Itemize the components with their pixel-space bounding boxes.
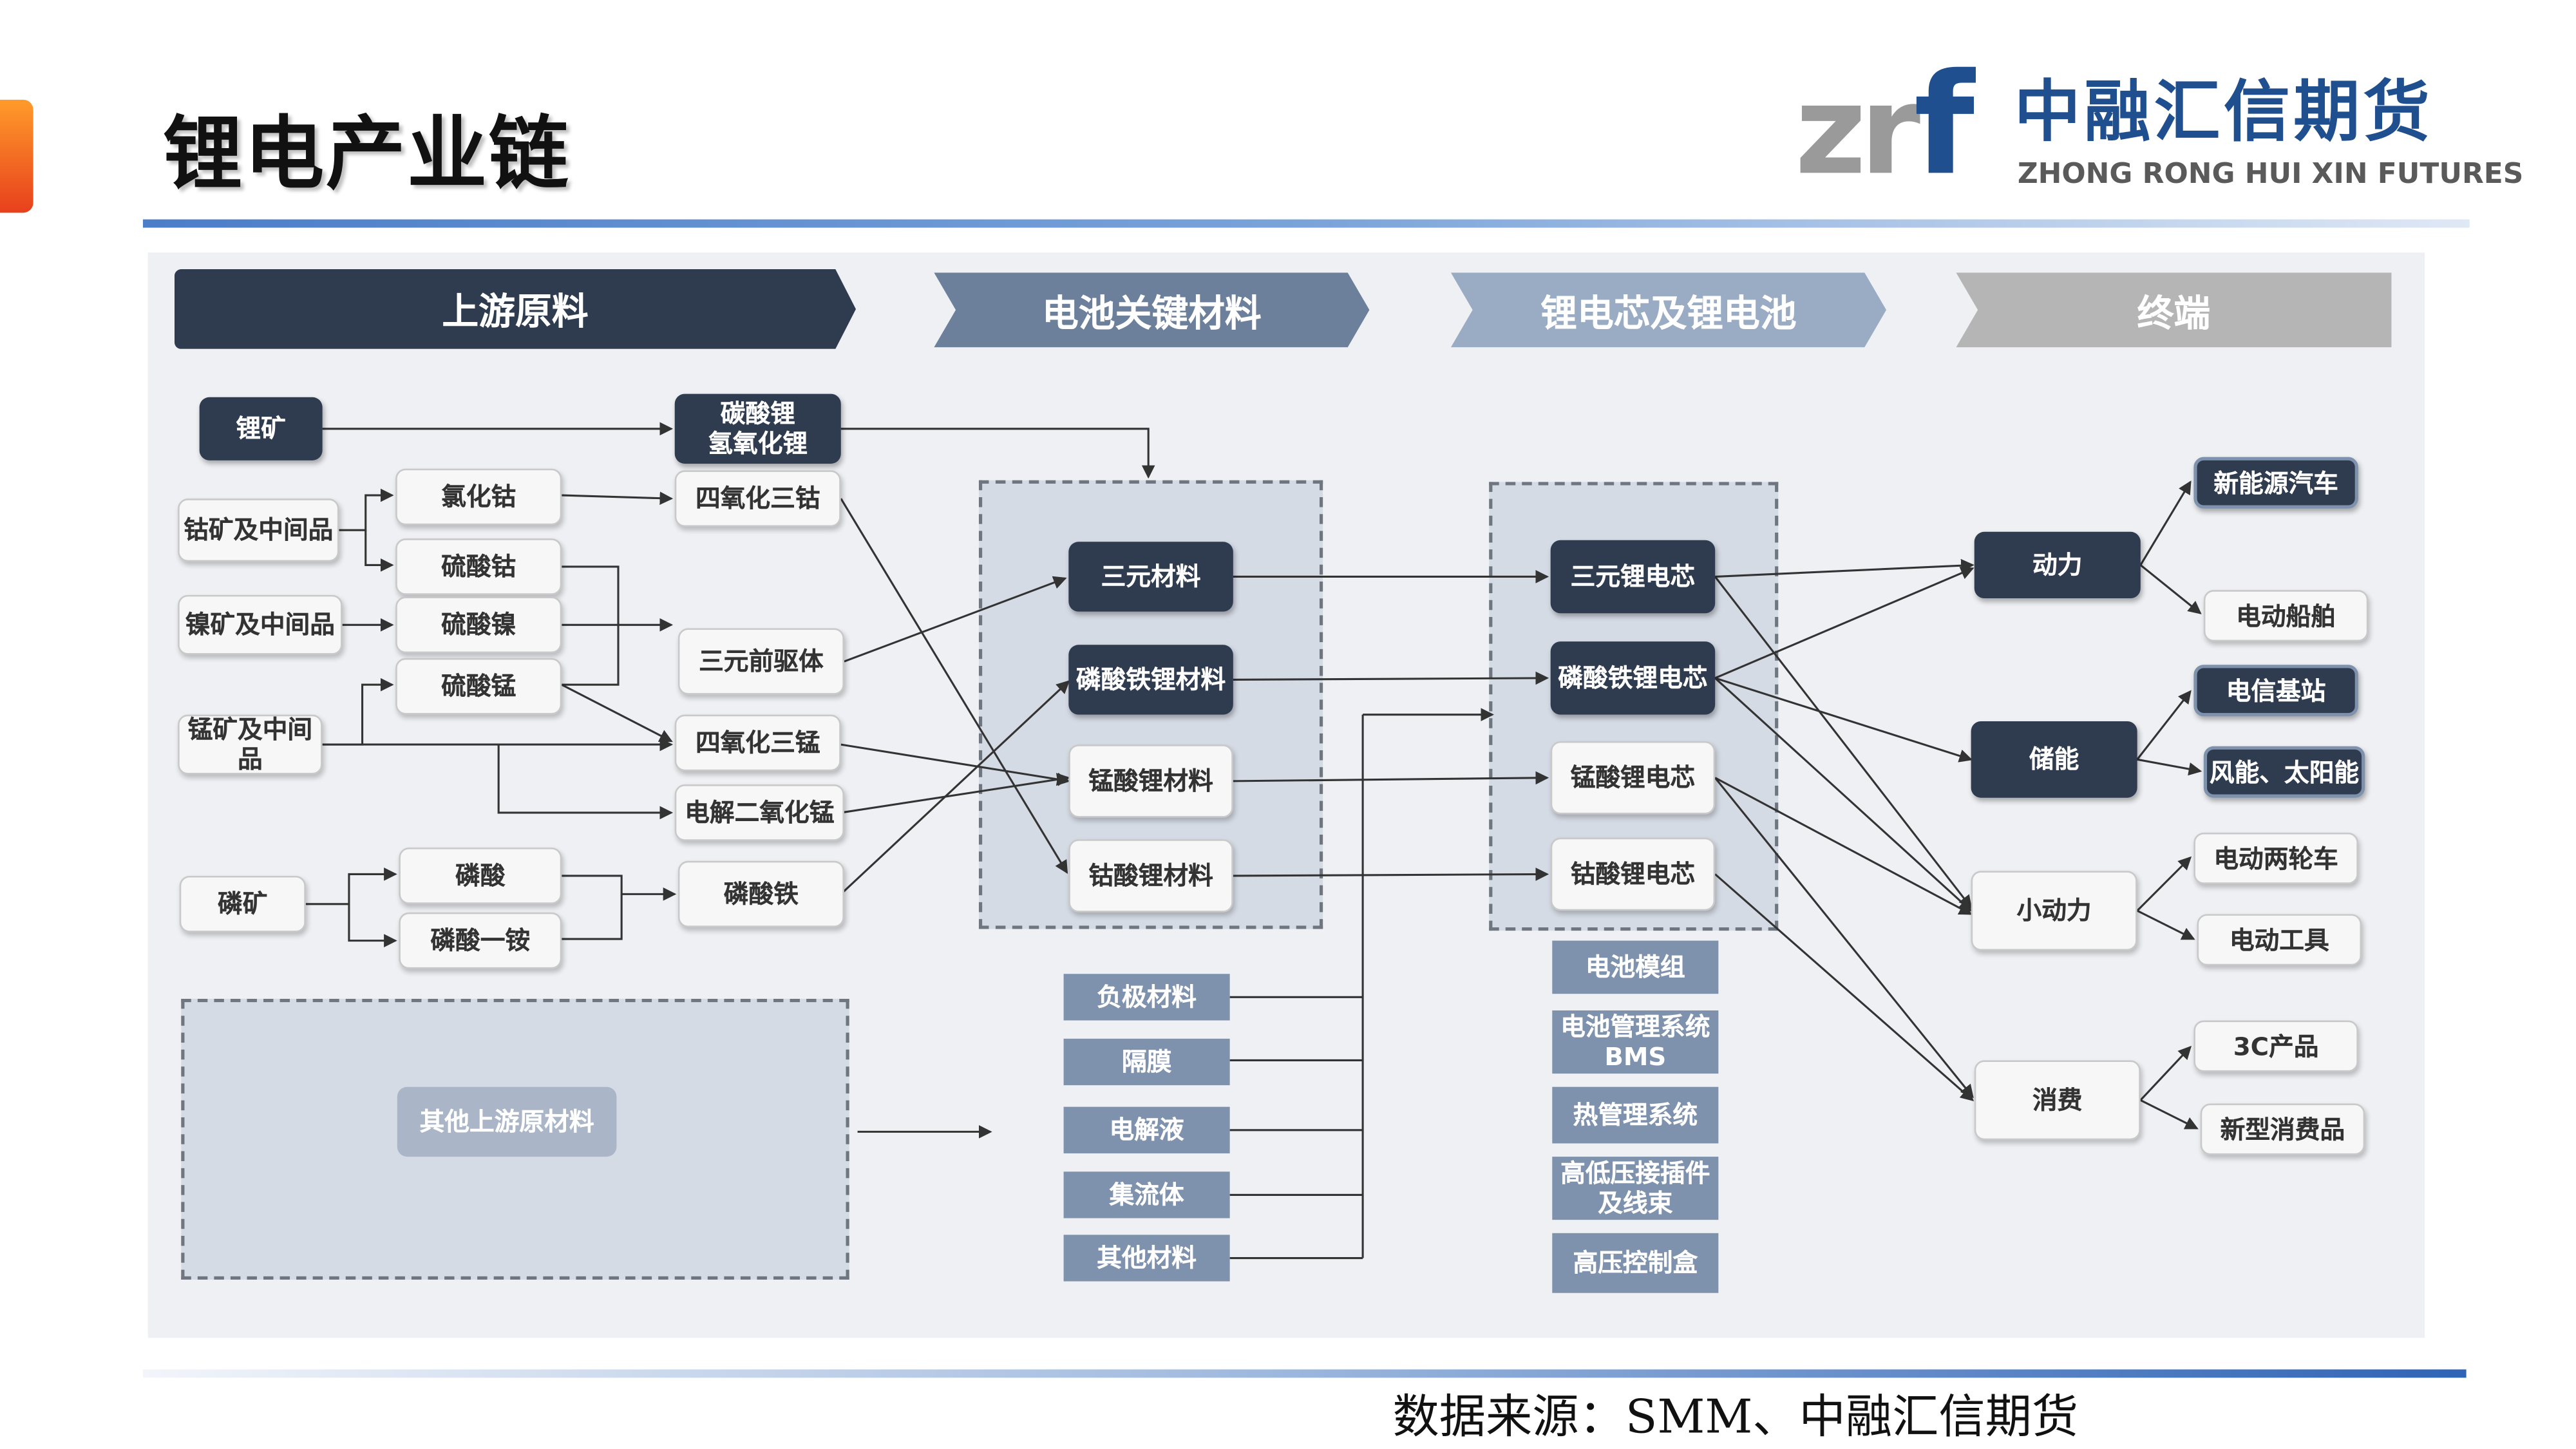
- stage-terminal-banner: 终端: [1956, 272, 2392, 348]
- arrow-small-to-tools: [2136, 909, 2195, 940]
- node-battery-module: 电池模组: [1552, 940, 1719, 994]
- node-small-power: 小动力: [1971, 871, 2137, 951]
- arrow-carbonate-to-key-materials: [840, 428, 1155, 479]
- node-cobalt-chloride: 氯化钴: [395, 468, 562, 526]
- logo-mark-zr: zr: [1795, 59, 1920, 203]
- node-phosphate-ore: 磷矿: [179, 875, 306, 933]
- node-ternary-cell: 三元锂电芯: [1550, 540, 1716, 614]
- node-new-energy-vehicle: 新能源汽车: [2193, 457, 2358, 509]
- node-electrolytic-mno2: 电解二氧化锰: [674, 784, 844, 841]
- arrow-consumer-to-3c: [2139, 1045, 2192, 1101]
- title-accent-bar: [0, 99, 33, 213]
- node-lmo-material: 锰酸锂材料: [1068, 744, 1233, 818]
- arrow-power-to-nev: [2139, 480, 2192, 566]
- node-electric-ship: 电动船舶: [2203, 590, 2369, 642]
- node-ncm-precursor: 三元前驱体: [677, 628, 844, 695]
- node-3c-products: 3C产品: [2193, 1020, 2358, 1072]
- arrow-manganese-ore-to-sulfate: [322, 677, 394, 746]
- node-current-collector: 集流体: [1063, 1171, 1230, 1218]
- node-lco-material: 钴酸锂材料: [1068, 839, 1233, 913]
- arrow-ternary-cell-to-small: [1714, 576, 1973, 909]
- arrow-consumer-to-new: [2140, 1099, 2199, 1130]
- header-divider: [142, 219, 2470, 228]
- node-iron-phosphate: 磷酸铁: [677, 860, 844, 927]
- stage-cells-banner: 锂电芯及锂电池: [1450, 272, 1886, 348]
- node-lfp-cell: 磷酸铁锂电芯: [1550, 641, 1716, 715]
- page-title: 锂电产业链: [162, 108, 571, 202]
- node-power: 动力: [1974, 531, 2141, 599]
- node-thermal-management: 热管理系统: [1552, 1086, 1719, 1144]
- arrow-phosphate-to-acid: [305, 867, 397, 905]
- arrow-emd-to-lmo: [840, 773, 1070, 814]
- arrow-lco-cell-to-consumer: [1714, 873, 1975, 1102]
- arrow-lmo-to-cell: [1233, 771, 1549, 785]
- node-bms: 电池管理系统 BMS: [1552, 1010, 1719, 1074]
- node-ternary-material: 三元材料: [1068, 542, 1233, 612]
- arrow-phosphate-to-map: [348, 904, 397, 947]
- node-lmo-cell: 锰酸锂电芯: [1550, 741, 1716, 815]
- arrow-lmo-cell-to-small: [1714, 777, 1973, 915]
- node-power-tools: 电动工具: [2197, 914, 2362, 966]
- arrow-precursor-to-ternary: [844, 576, 1067, 663]
- node-lco-cell: 钴酸锂电芯: [1550, 837, 1716, 911]
- node-lithium-ore: 锂矿: [199, 397, 323, 460]
- bracket-phosphates: [562, 875, 623, 940]
- node-electrolyte: 电解液: [1063, 1106, 1230, 1153]
- logo-mark-f: f: [1913, 43, 1975, 206]
- arrow-lfp-cell-to-storage: [1714, 677, 1973, 762]
- arrow-chloride-to-co3o4: [562, 491, 674, 505]
- node-cobalt-ore: 钴矿及中间品: [178, 498, 339, 562]
- node-wind-solar: 风能、太阳能: [2203, 746, 2365, 798]
- node-lfp-material: 磷酸铁锂材料: [1068, 645, 1233, 715]
- node-cobalt-tetroxide: 四氧化三钴: [674, 470, 841, 527]
- node-nickel-sulfate: 硫酸镍: [395, 596, 562, 654]
- node-manganese-ore: 锰矿及中间品: [178, 714, 323, 775]
- arrow-storage-to-wind-solar: [2137, 758, 2202, 776]
- arrow-small-to-two-wheeler: [2136, 856, 2192, 912]
- footer-divider: [142, 1369, 2467, 1378]
- arrow-lfp-cell-to-small: [1714, 677, 1973, 912]
- arrow-iron-phosphate-to-lfp: [840, 680, 1070, 895]
- node-lithium-carbonate-hydroxide: 碳酸锂 氢氧化锂: [674, 393, 841, 464]
- arrow-co3o4-to-lco: [840, 498, 1068, 875]
- arrow-power-to-ship: [2139, 564, 2202, 614]
- node-anode-material: 负极材料: [1063, 974, 1230, 1021]
- node-separator: 隔膜: [1063, 1038, 1230, 1086]
- node-consumer: 消费: [1974, 1060, 2141, 1141]
- node-energy-storage: 储能: [1971, 721, 2137, 798]
- arrow-manganese-ore-to-emd: [497, 744, 674, 820]
- node-trimanganese-tetroxide: 四氧化三锰: [674, 714, 841, 772]
- node-other-upstream-materials: 其他上游原材料: [397, 1086, 617, 1157]
- node-new-consumer-products: 新型消费品: [2200, 1103, 2365, 1155]
- arrow-lfp-cell-to-power: [1714, 567, 1975, 679]
- node-other-materials: 其他材料: [1063, 1235, 1230, 1282]
- node-electric-two-wheeler: 电动两轮车: [2193, 832, 2358, 884]
- node-phosphoric-acid: 磷酸: [399, 848, 562, 904]
- node-hv-control-box: 高压控制盒: [1552, 1233, 1719, 1293]
- company-name-cn: 中融汇信期货: [2014, 75, 2433, 151]
- stage-materials-banner: 电池关键材料: [934, 272, 1370, 348]
- arrow-lfp-to-cell: [1233, 671, 1549, 685]
- node-hv-lv-connectors: 高低压接插件 及线束: [1552, 1157, 1719, 1220]
- node-cobalt-sulfate: 硫酸钴: [395, 538, 562, 595]
- node-nickel-ore: 镍矿及中间品: [178, 594, 343, 655]
- arrow-lmo-cell-to-consumer: [1714, 777, 1974, 1099]
- arrow-ternary-cell-to-power: [1715, 558, 1975, 578]
- arrow-lco-to-cell: [1233, 867, 1549, 881]
- data-source-note: 数据来源：SMM、中融汇信期货: [1392, 1389, 2079, 1444]
- arrow-storage-to-telecom: [2136, 690, 2192, 761]
- node-manganese-sulfate: 硫酸锰: [395, 658, 562, 715]
- arrow-cobalt-ore-to-sulfate: [365, 530, 394, 572]
- arrow-mn3o4-to-lmo: [840, 743, 1070, 786]
- node-telecom-base-station: 电信基站: [2193, 665, 2358, 717]
- node-monoammonium-phosphate: 磷酸一铵: [399, 912, 562, 969]
- arrow-cobalt-ore-to-chloride: [339, 488, 394, 531]
- stage-upstream-banner: 上游原料: [174, 269, 857, 349]
- arrow-mn-sulfate-to-mn3o4: [561, 683, 673, 743]
- company-logo-mark: zrf: [1795, 50, 1975, 202]
- company-name-en: ZHONG RONG HUI XIN FUTURES: [2017, 158, 2524, 191]
